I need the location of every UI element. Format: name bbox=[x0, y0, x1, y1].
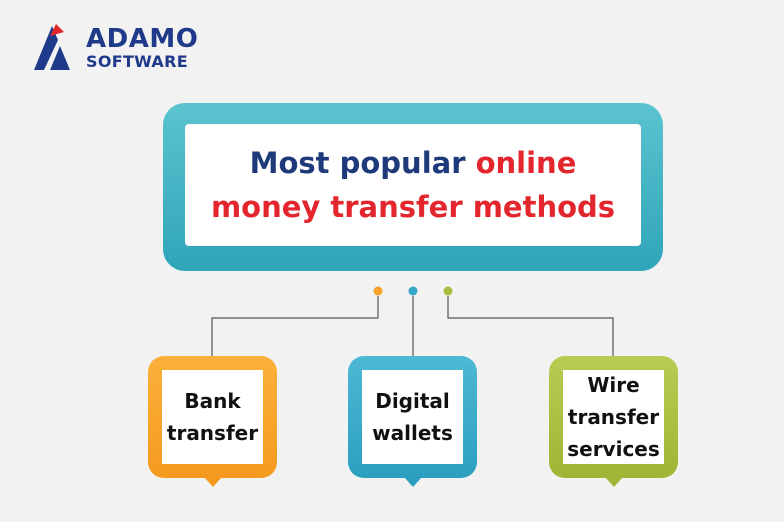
method-label-line: services bbox=[567, 437, 660, 461]
title-text-highlight: online bbox=[475, 146, 577, 180]
title-line-2: money transfer methods bbox=[210, 190, 616, 224]
method-label-line: Wire bbox=[587, 373, 640, 397]
title-panel: Most popular online money transfer metho… bbox=[185, 124, 641, 246]
method-label-line: transfer bbox=[166, 421, 259, 445]
method-label: Wire transfer services bbox=[567, 369, 660, 465]
method-label-line: wallets bbox=[372, 421, 453, 445]
orange-dot-icon bbox=[373, 286, 383, 296]
method-label-line: Digital bbox=[375, 389, 450, 413]
connector-wire bbox=[447, 296, 614, 356]
method-label: Bank transfer bbox=[167, 385, 258, 449]
method-label-line: Bank bbox=[184, 389, 241, 413]
green-dot-icon bbox=[443, 286, 453, 296]
pointer-icon bbox=[403, 477, 422, 487]
logo-wordmark-bottom: SOFTWARE bbox=[86, 52, 188, 71]
blue-dot-icon bbox=[408, 286, 418, 296]
method-card-panel: Wire transfer services bbox=[563, 370, 664, 464]
title-frame: Most popular online money transfer metho… bbox=[163, 103, 663, 271]
method-label-line: transfer bbox=[567, 405, 660, 429]
method-card-bank-transfer: Bank transfer bbox=[148, 356, 277, 487]
title-text-dark: Most popular bbox=[249, 146, 476, 180]
adamo-logo-icon bbox=[34, 24, 70, 70]
method-label: Digital wallets bbox=[372, 385, 453, 449]
connector-bank bbox=[211, 296, 379, 356]
method-card-panel: Bank transfer bbox=[162, 370, 263, 464]
method-card-panel: Digital wallets bbox=[362, 370, 463, 464]
title-line-1: Most popular online bbox=[250, 141, 577, 185]
logo-wordmark-top: ADAMO bbox=[86, 24, 199, 54]
pointer-icon bbox=[203, 477, 222, 487]
method-card-digital-wallets: Digital wallets bbox=[348, 356, 477, 487]
adamo-logo: ADAMO SOFTWARE bbox=[30, 18, 220, 76]
method-card-wire-transfer-services: Wire transfer services bbox=[549, 356, 678, 487]
pointer-icon bbox=[604, 477, 623, 487]
